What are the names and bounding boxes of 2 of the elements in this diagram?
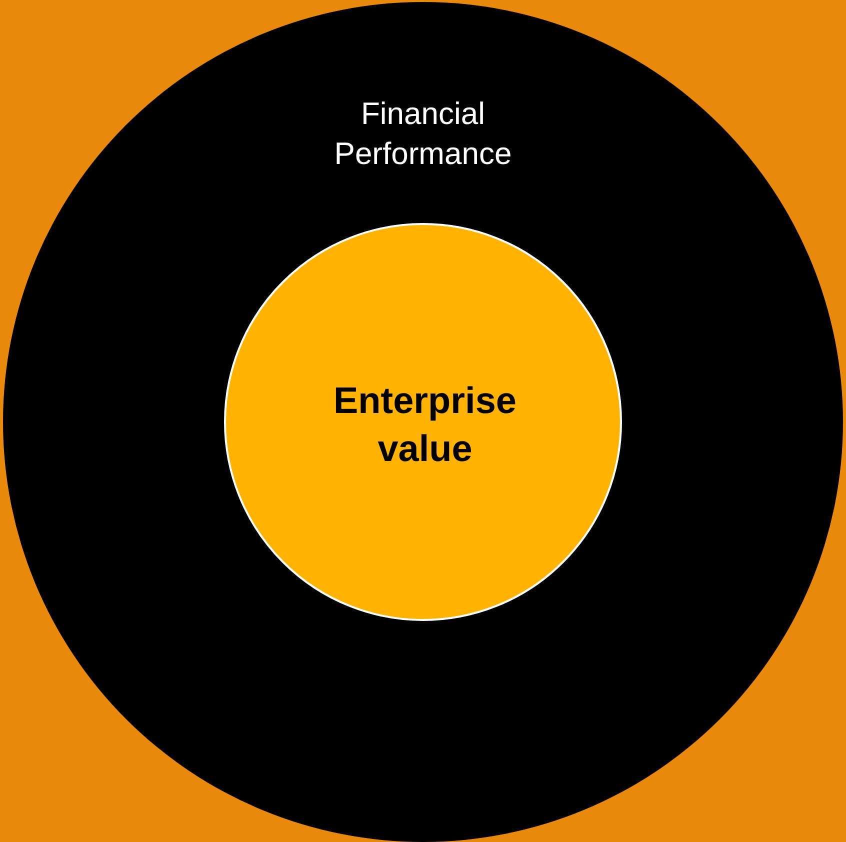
circle-label: Financial Performance bbox=[333, 95, 513, 174]
circle-label: Enterprise value bbox=[332, 379, 518, 472]
